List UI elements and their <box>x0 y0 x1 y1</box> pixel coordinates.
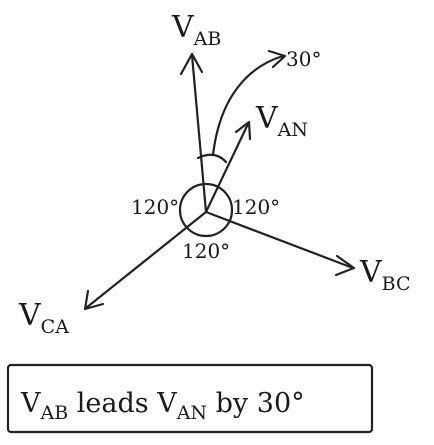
van-arrowhead <box>234 120 252 141</box>
phasor-lines <box>83 52 356 311</box>
left-angle-label: 120° <box>131 195 179 219</box>
vca-label: VCA <box>18 298 69 338</box>
vbc-label: VBC <box>359 255 411 295</box>
note-box <box>6 363 374 434</box>
vab-arrowhead <box>179 52 204 76</box>
vab-phasor-line <box>190 53 208 214</box>
angle-markers <box>178 49 287 238</box>
vca-arrowhead <box>83 289 105 311</box>
vab-label: VAB <box>171 10 221 50</box>
shift-angle-label: 30° <box>286 47 321 71</box>
note-text: VAB leads VAN by 30° <box>20 388 305 424</box>
van-phasor-line <box>204 122 250 214</box>
vbc-arrowhead <box>334 254 356 277</box>
center-angle-circle <box>178 182 234 238</box>
van-label: VAN <box>255 101 308 141</box>
shift-arc-arrowhead <box>267 49 287 69</box>
bottom-angle-label: 120° <box>182 239 230 263</box>
shift-angle-arc <box>211 54 285 157</box>
right-angle-label: 120° <box>232 195 280 219</box>
